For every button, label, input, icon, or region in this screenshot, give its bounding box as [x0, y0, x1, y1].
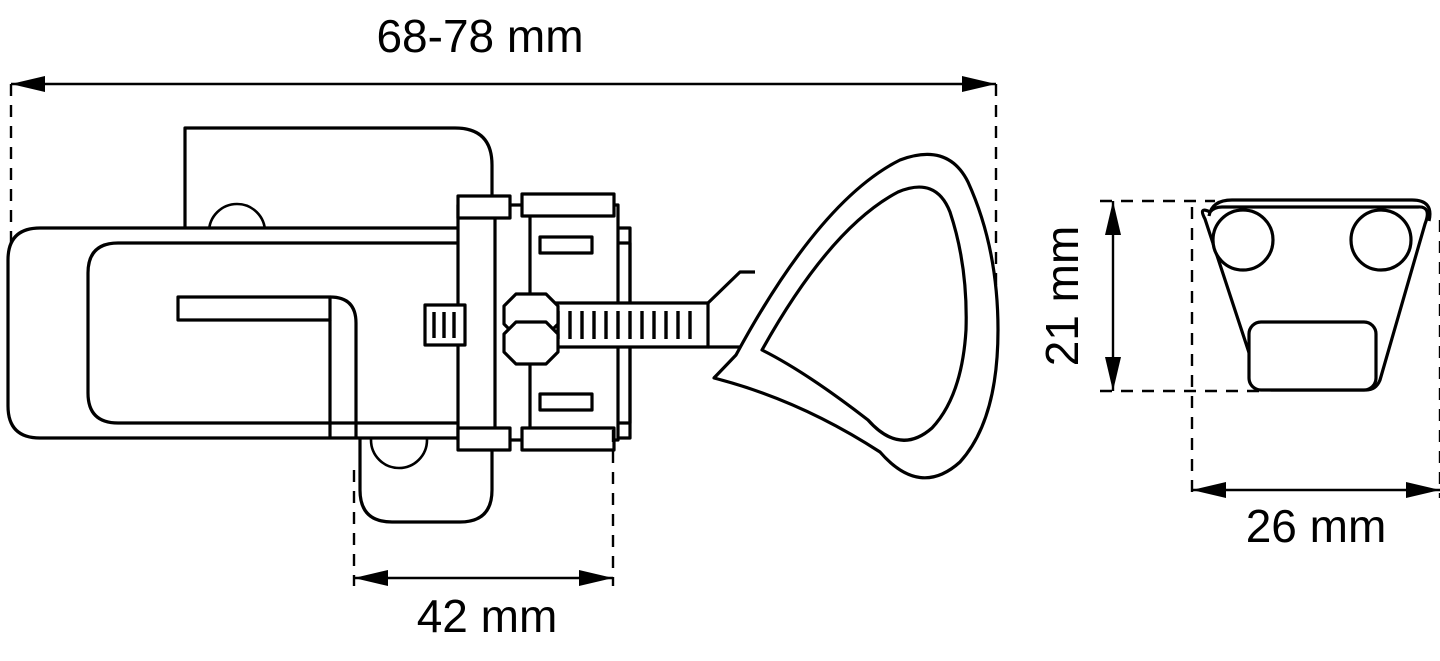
- hook-curve: [329, 295, 358, 438]
- arrowhead-left: [11, 76, 45, 92]
- threaded-rod: [546, 301, 710, 349]
- arrowhead-left: [1192, 482, 1226, 498]
- dimension-label-overall-length: 68-78 mm: [376, 10, 583, 62]
- threaded-rod-hatching: [556, 311, 692, 339]
- lower-base-plate: [358, 428, 494, 524]
- clamp-tab-bottom-right: [520, 426, 616, 452]
- dimension-bracket-width: 26 mm: [1190, 207, 1440, 552]
- clamp-tab-top-right: [520, 192, 616, 218]
- arrowhead-bottom: [1105, 357, 1121, 391]
- arrowhead-right: [1406, 482, 1440, 498]
- hex-nut-lower: [502, 320, 560, 366]
- triangular-handle-outer: [712, 152, 1000, 480]
- dimension-label-bracket-height: 21 mm: [1036, 226, 1088, 367]
- dimension-label-bracket-width: 26 mm: [1246, 500, 1387, 552]
- wire-loop-inner: [86, 241, 632, 425]
- center-slot: [1247, 320, 1378, 392]
- clamp-notch-bottom: [538, 392, 594, 412]
- bracket-top-edge: [1207, 198, 1432, 222]
- triangular-handle-inner: [760, 185, 968, 442]
- end-view: [1200, 198, 1432, 392]
- dimension-bracket-height: 21 mm: [1036, 199, 1262, 393]
- rod-taper-upper: [706, 270, 755, 305]
- clamp-tab-bottom-left: [456, 426, 512, 452]
- clamp-tab-top-left: [456, 194, 512, 220]
- arrowhead-right: [962, 76, 996, 92]
- mounting-hole-left: [1211, 208, 1275, 272]
- side-view: [6, 126, 1000, 524]
- dimension-base-width: 42 mm: [352, 430, 615, 642]
- arrowhead-left: [354, 570, 388, 586]
- mounting-hole-right: [1349, 208, 1413, 272]
- arrowhead-top: [1105, 201, 1121, 235]
- hook-bar: [176, 295, 332, 322]
- threaded-stub-hatching: [432, 312, 456, 338]
- dimension-label-base-width: 42 mm: [417, 590, 558, 642]
- arrowhead-right: [579, 570, 613, 586]
- clamp-notch-top: [538, 235, 594, 255]
- dimension-overall-length: 68-78 mm: [9, 10, 998, 290]
